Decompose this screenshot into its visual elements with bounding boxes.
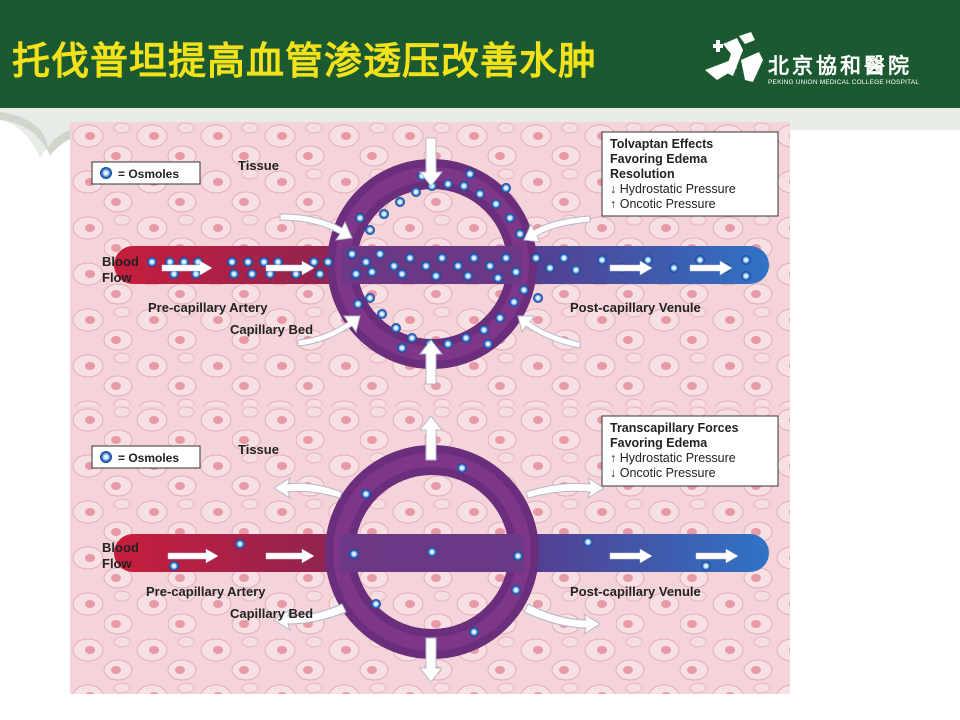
- header-bar: 托伐普坦提高血管渗透压改善水肿: [0, 0, 960, 108]
- blood-flow-label-2: Flow: [102, 270, 132, 285]
- tissue-label: Tissue: [238, 158, 279, 173]
- flow-arrows: [167, 548, 739, 564]
- osmoles-group: [169, 463, 711, 637]
- tissue-label: Tissue: [238, 442, 279, 457]
- artery-label: Pre-capillary Artery: [148, 300, 268, 315]
- venule-label: Post-capillary Venule: [570, 300, 701, 315]
- diagram-panel-tolvaptan: = Osmoles Tissue Blood Flow Pre-capillar…: [70, 122, 790, 406]
- legend-box: [91, 445, 201, 469]
- effects-box: [601, 131, 779, 217]
- flow-arrows: [161, 260, 733, 276]
- effects-line-2: Favoring Edema: [610, 152, 708, 166]
- venule-label: Post-capillary Venule: [570, 584, 701, 599]
- forces-line-3: ↑ Hydrostatic Pressure: [610, 451, 736, 465]
- osmole-legend-icon: [100, 451, 112, 463]
- blood-flow-label-2: Flow: [102, 556, 132, 571]
- slide-title: 托伐普坦提高血管渗透压改善水肿: [12, 39, 598, 83]
- legend-label: = Osmoles: [118, 167, 179, 181]
- capillary-bed-label: Capillary Bed: [230, 322, 313, 337]
- blood-flow-label-1: Blood: [102, 254, 139, 269]
- forces-box: [601, 415, 779, 487]
- capillary-bed-label: Capillary Bed: [230, 606, 313, 621]
- hospital-name-english: PEKING UNION MEDICAL COLLEGE HOSPITAL: [768, 79, 920, 86]
- effects-line-5: ↑ Oncotic Pressure: [610, 197, 716, 211]
- hospital-logo-icon: [705, 32, 763, 82]
- inward-arrows: [279, 137, 591, 385]
- legend-label: = Osmoles: [118, 451, 179, 465]
- decorative-swoosh: [0, 108, 960, 158]
- blood-flow-label-1: Blood: [102, 540, 139, 555]
- hospital-name: 北京協和醫院: [768, 53, 912, 78]
- diagram-panel-edema: = Osmoles Tissue Blood Flow Pre-capillar…: [70, 406, 790, 694]
- osmoles-group: [147, 169, 751, 353]
- effects-line-1: Tolvaptan Effects: [610, 137, 713, 151]
- forces-line-4: ↓ Oncotic Pressure: [610, 466, 716, 480]
- artery-label: Pre-capillary Artery: [146, 584, 266, 599]
- forces-line-2: Favoring Edema: [610, 436, 708, 450]
- osmole-legend-icon: [100, 167, 112, 179]
- effects-line-4: ↓ Hydrostatic Pressure: [610, 182, 736, 196]
- legend-box: [91, 161, 201, 185]
- forces-line-1: Transcapillary Forces: [610, 421, 739, 435]
- effects-line-3: Resolution: [610, 167, 675, 181]
- outward-arrows: [273, 415, 605, 683]
